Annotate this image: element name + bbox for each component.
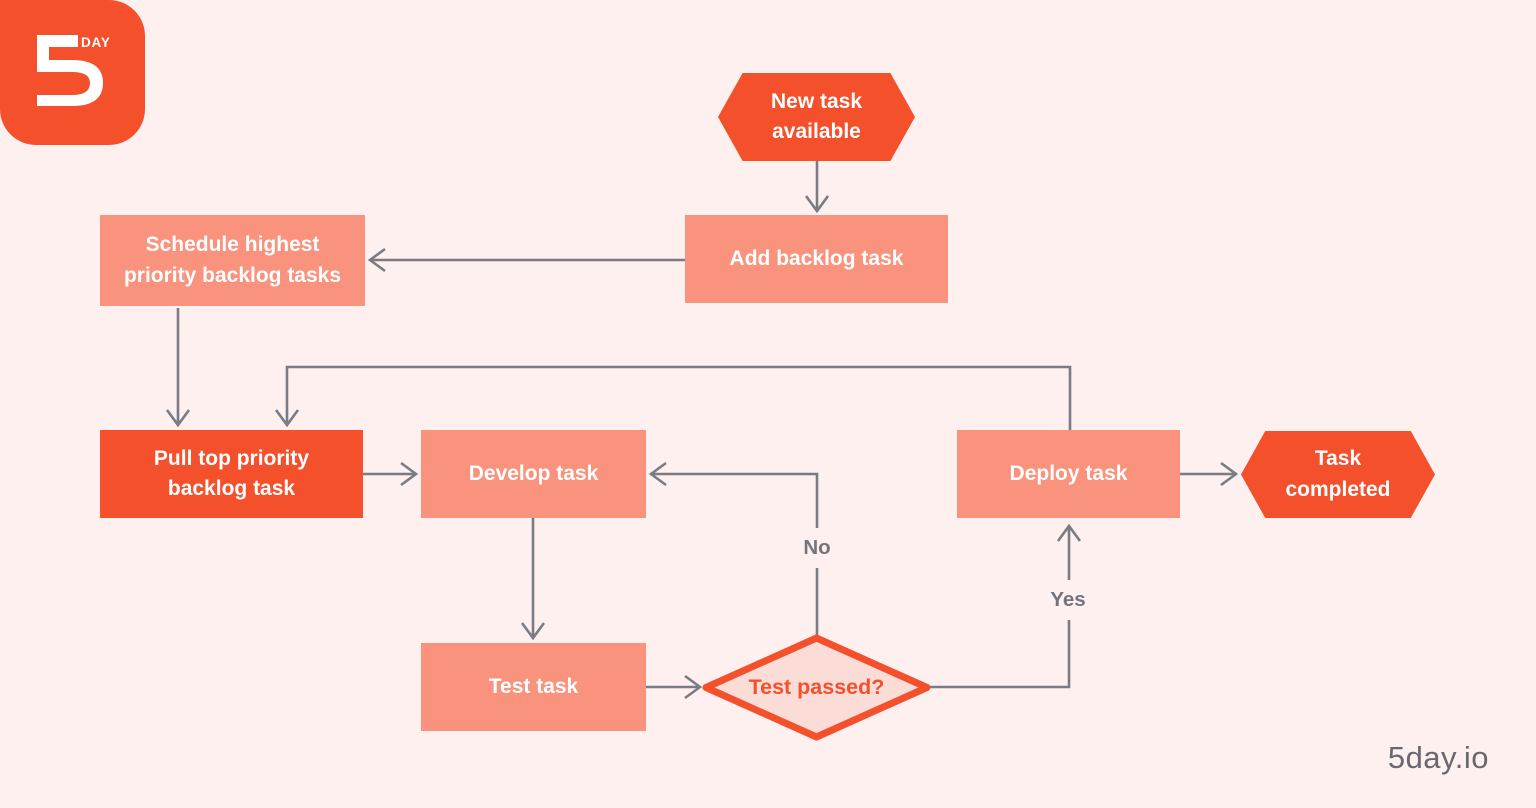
node-deploy-task: Deploy task (957, 430, 1180, 518)
footer-brand-text: 5day.io (1387, 740, 1489, 775)
node-label: Test passed? (748, 675, 885, 699)
node-label: Add backlog task (729, 246, 904, 270)
node-label: Task completed (1285, 447, 1391, 501)
edge-label-yes: Yes (1047, 580, 1089, 620)
node-pull-top-priority: Pull top priority backlog task (100, 430, 363, 518)
logo-day-text: DAY (81, 35, 111, 50)
node-test-passed-decision: Test passed? (698, 630, 935, 745)
decision-diamond-shape (702, 634, 931, 741)
node-label: Develop task (468, 461, 599, 485)
node-label: Pull top priority backlog task (153, 446, 310, 500)
node-schedule-highest-priority: Schedule highest priority backlog tasks (100, 215, 365, 306)
logo-5-icon: DAY (37, 35, 111, 106)
node-label: Deploy task (1009, 461, 1128, 485)
edge-decision-develop-no (648, 461, 819, 637)
node-develop-task: Develop task (421, 430, 646, 518)
node-test-task: Test task (421, 643, 646, 731)
node-new-task-available: New task available (718, 73, 915, 161)
node-label: New task available (770, 89, 863, 143)
node-add-backlog-task: Add backlog task (685, 215, 948, 303)
node-label: Schedule highest priority backlog tasks (123, 233, 342, 287)
edge-label-no: No (800, 528, 834, 568)
5day-logo: DAY (0, 0, 145, 145)
node-label: Test task (488, 674, 579, 698)
node-task-completed: Task completed (1241, 431, 1435, 518)
edge-deploy-pull-loop (274, 365, 1072, 430)
